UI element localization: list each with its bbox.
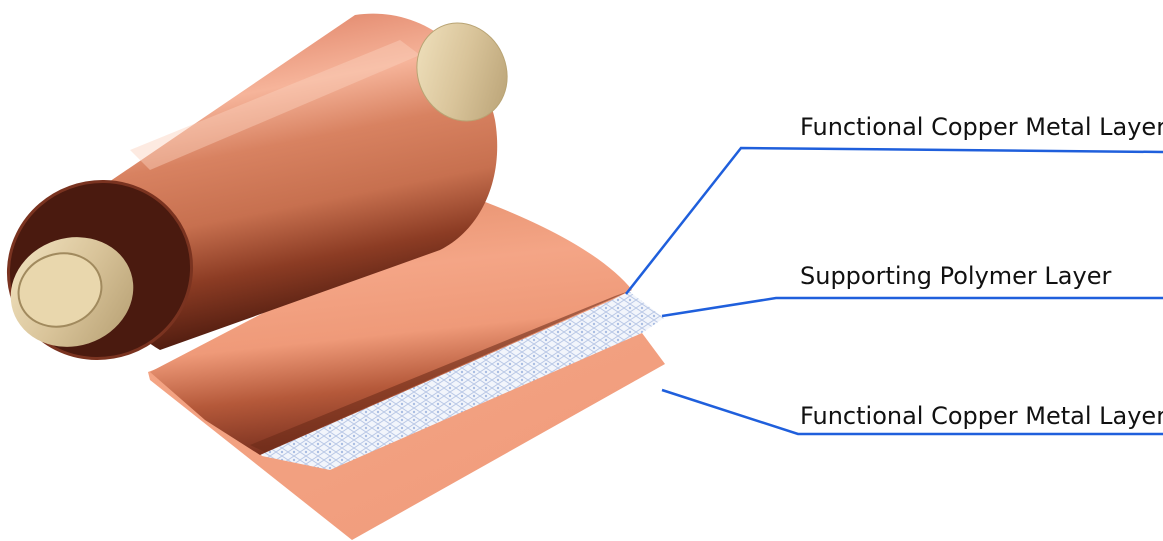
polymer-layer-strip — [255, 292, 664, 470]
roll-highlight — [130, 40, 420, 170]
label-top-copper-layer: Functional Copper Metal Layer — [800, 113, 1163, 141]
core-right-end — [416, 22, 508, 122]
label-bottom-copper-layer: Functional Copper Metal Layer — [800, 402, 1163, 430]
top-copper-sheet — [150, 200, 632, 455]
leader-line-top-copper — [625, 146, 1163, 295]
top-sheet-fold-shadow — [250, 290, 632, 452]
leader-line-bottom-copper — [661, 388, 1163, 436]
leader-line-polymer — [661, 296, 1163, 318]
core-front-inner — [17, 252, 103, 328]
label-polymer-layer: Supporting Polymer Layer — [800, 262, 1112, 290]
